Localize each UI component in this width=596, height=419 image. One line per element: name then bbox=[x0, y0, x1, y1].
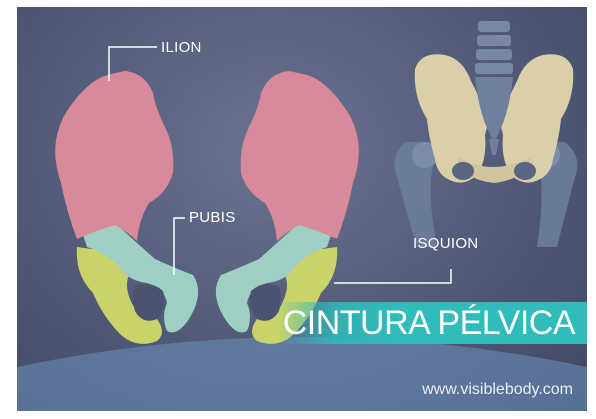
isquion-label: ISQUION bbox=[413, 235, 478, 252]
ilion-label: ILION bbox=[161, 39, 202, 56]
reference-coccyx bbox=[489, 139, 499, 155]
banner-title: CINTURA PÉLVICA bbox=[283, 302, 575, 344]
pubis-label: PUBIS bbox=[189, 209, 236, 226]
illustration-panel: ILION PUBIS ISQUION CINTURA PÉLVICA www.… bbox=[17, 7, 587, 411]
right-ilion-region bbox=[241, 71, 359, 241]
site-watermark: www.visiblebody.com bbox=[422, 381, 573, 399]
reference-right-obturator bbox=[514, 162, 536, 180]
reference-pelvis-skeleton bbox=[394, 21, 577, 247]
pelvis-illustration bbox=[17, 7, 587, 411]
reference-left-obturator bbox=[452, 162, 474, 180]
left-hip-bone bbox=[55, 71, 198, 344]
reference-lumbar-spine bbox=[475, 21, 513, 74]
isquion-leader-line bbox=[334, 269, 451, 283]
pubis-leader-line bbox=[174, 218, 185, 275]
left-ilion-region bbox=[55, 71, 173, 241]
background-arc bbox=[17, 337, 587, 411]
title-banner: CINTURA PÉLVICA bbox=[277, 302, 587, 344]
